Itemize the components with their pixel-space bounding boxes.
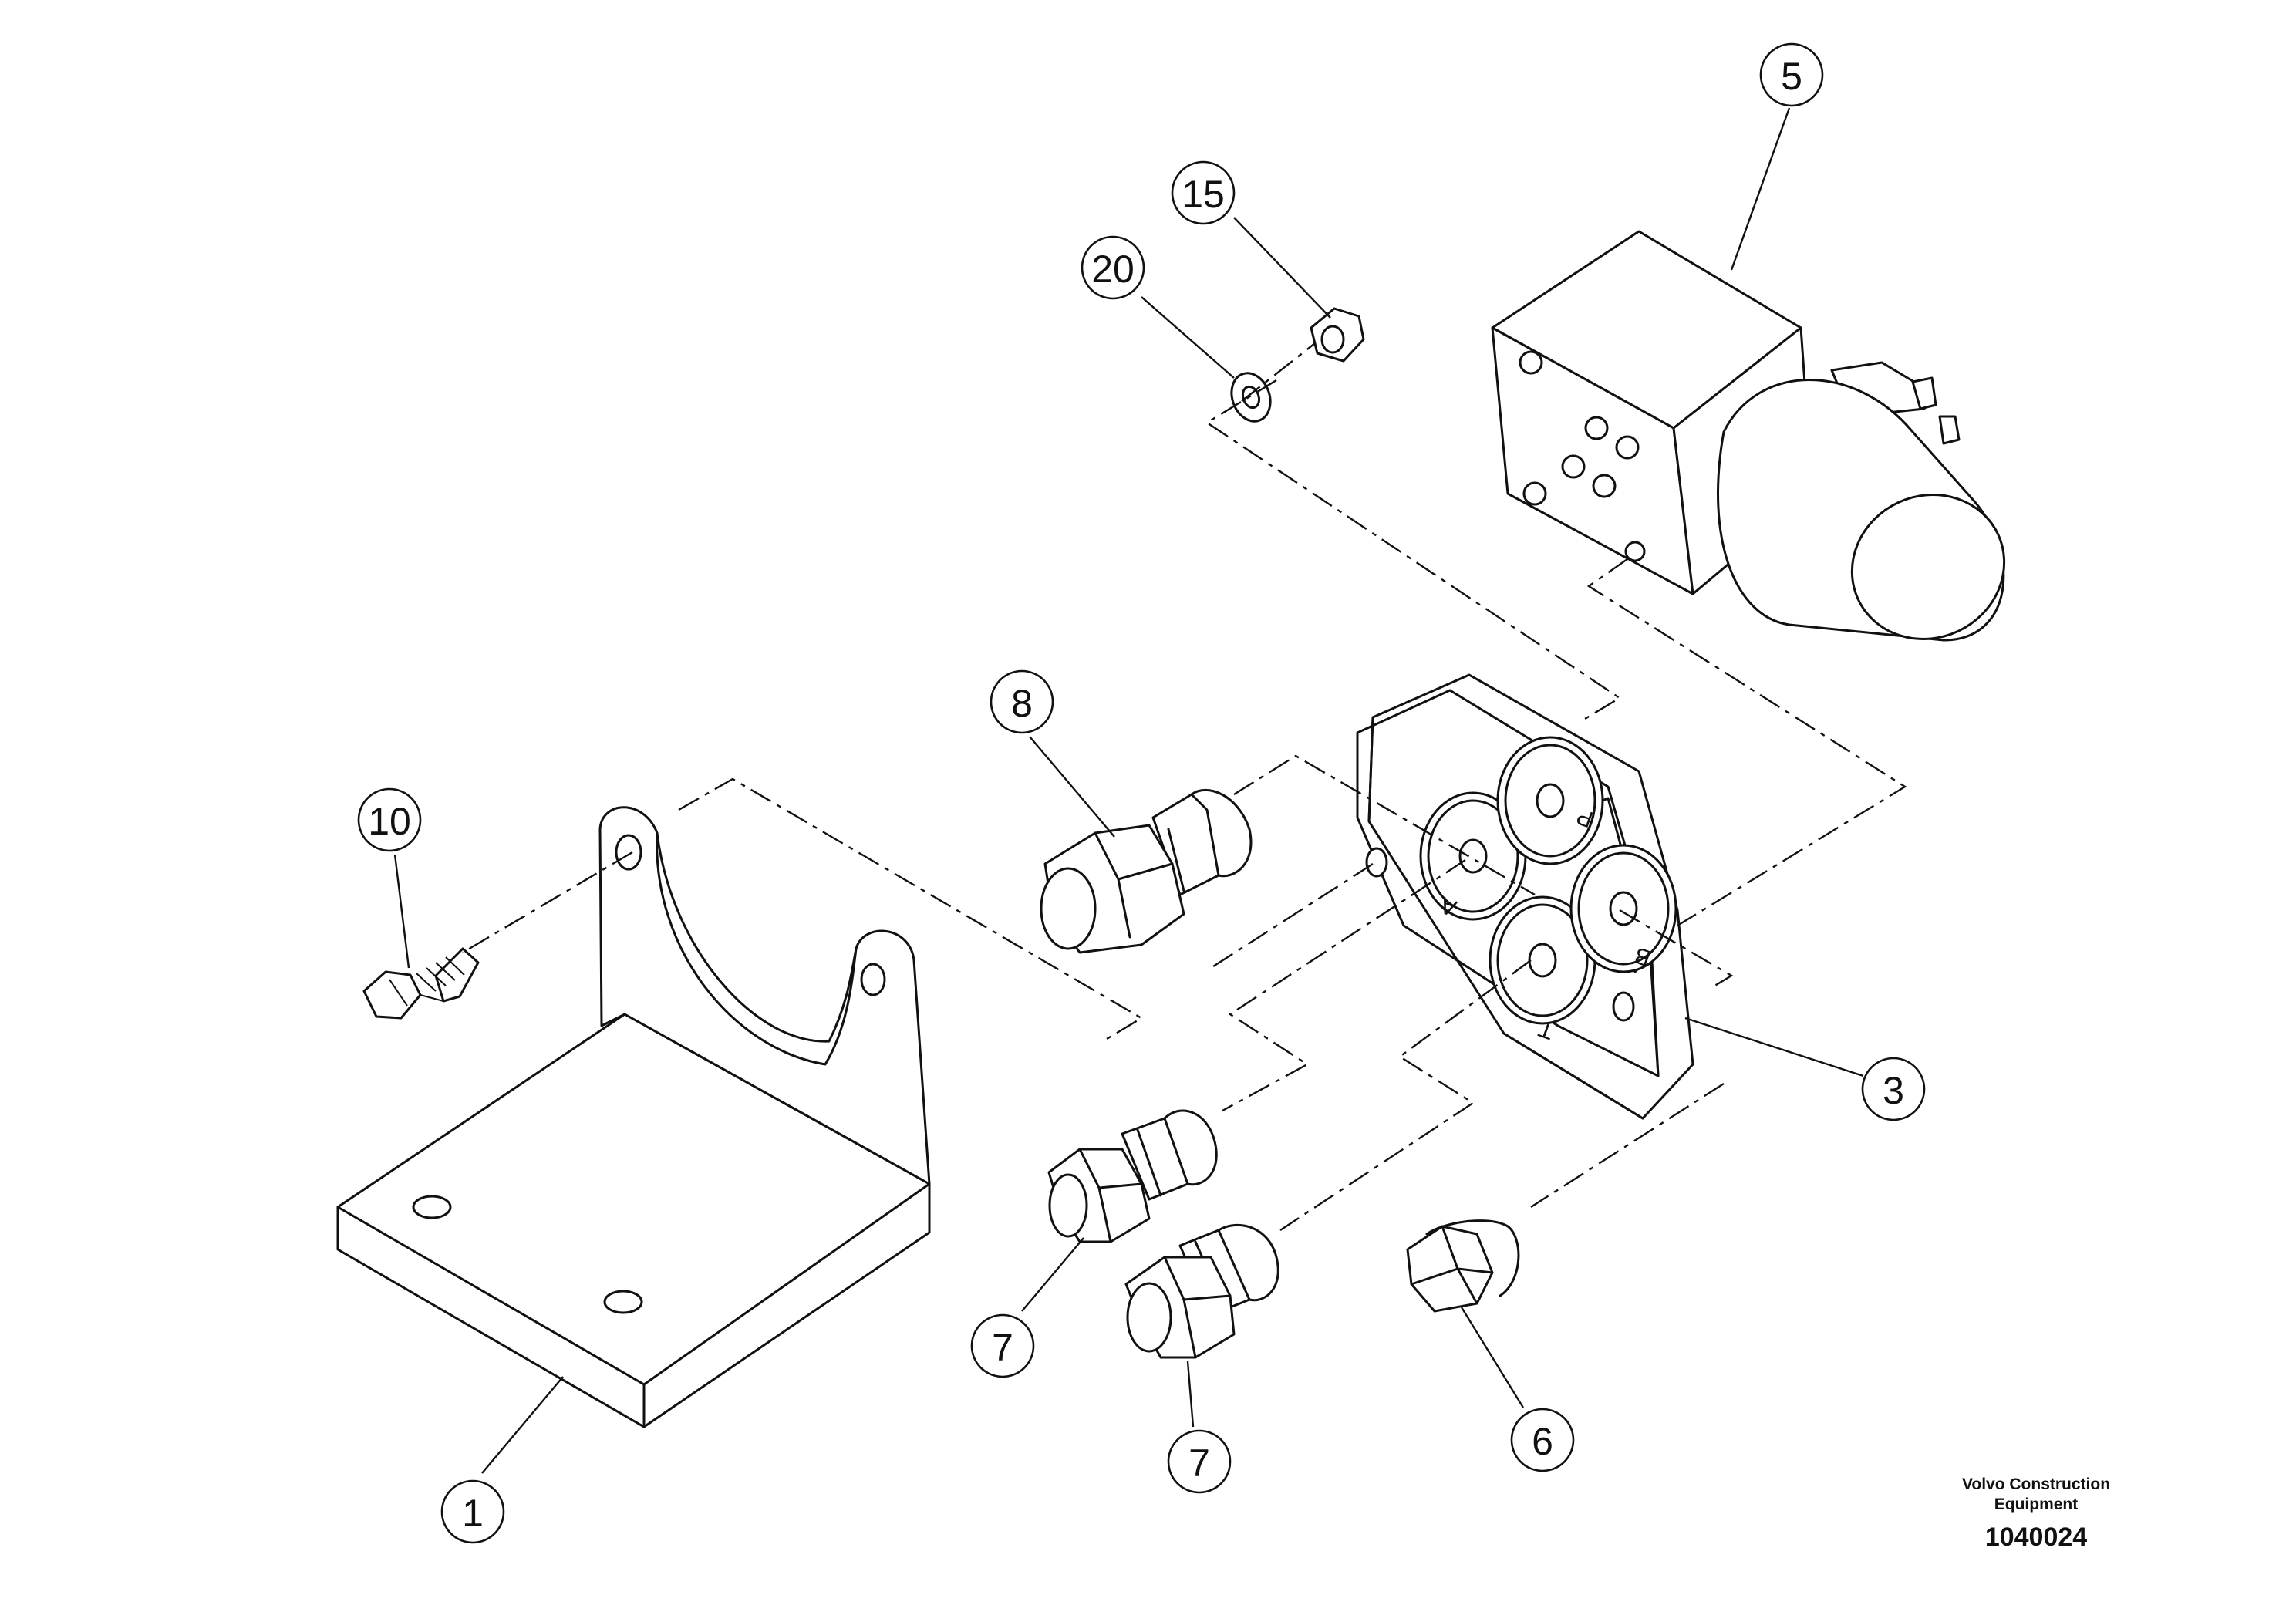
callout-8-label: 8 (1011, 682, 1033, 725)
callout-6: 6 (1510, 1408, 1575, 1472)
callout-10: 10 (357, 787, 422, 852)
hex-nut (1310, 307, 1365, 363)
callout-15-label: 15 (1182, 173, 1225, 216)
subplate: P A B T (1356, 673, 1694, 1120)
straight-fitting-large (1040, 788, 1253, 954)
callout-7-upper: 7 (970, 1313, 1035, 1378)
callout-7-lower: 7 (1167, 1429, 1232, 1494)
callout-15: 15 (1171, 160, 1236, 225)
credit-block: Volvo Construction Equipment 1040024 (1882, 1475, 2190, 1553)
callout-5-label: 5 (1781, 55, 1802, 98)
credit-company-line2: Equipment (1994, 1496, 2079, 1513)
straight-fitting-lower (1124, 1223, 1279, 1359)
hex-bolt (362, 947, 480, 1020)
callout-6-label: 6 (1532, 1420, 1553, 1463)
callout-20: 20 (1081, 235, 1145, 300)
callout-20-label: 20 (1091, 248, 1135, 291)
leader-lines (393, 107, 1864, 1474)
washer (1230, 372, 1272, 423)
callout-7-upper-label: 7 (992, 1326, 1013, 1369)
callout-10-label: 10 (368, 800, 411, 843)
callout-3-label: 3 (1883, 1069, 1904, 1112)
assembly-dash-lines (462, 342, 1907, 1232)
callout-7-lower-label: 7 (1188, 1442, 1210, 1485)
straight-fitting-upper (1047, 1109, 1218, 1243)
solenoid-valve (1491, 230, 2006, 642)
callout-5: 5 (1759, 42, 1824, 107)
callout-1-label: 1 (462, 1492, 484, 1535)
drawing-number: 1040024 (1984, 1523, 2088, 1552)
callout-8: 8 (990, 669, 1054, 734)
credit-company-line1: Volvo Construction (1961, 1475, 2111, 1493)
callout-3: 3 (1861, 1057, 1926, 1121)
mounting-bracket (336, 806, 931, 1428)
hex-plug (1406, 1219, 1520, 1313)
callout-1: 1 (440, 1479, 505, 1544)
